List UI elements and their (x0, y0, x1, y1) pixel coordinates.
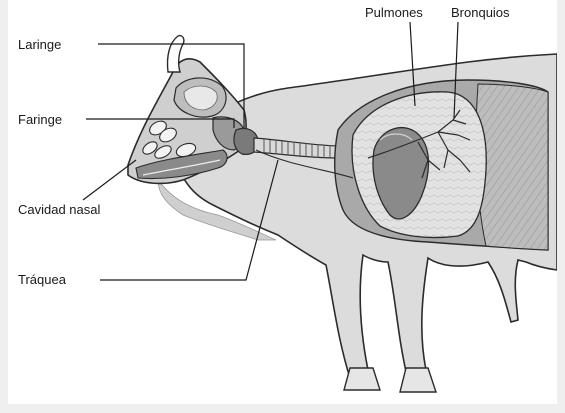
label-traquea: Tráquea (18, 272, 66, 287)
label-laringe: Laringe (18, 37, 61, 52)
front-hoof (344, 368, 380, 390)
rear-hoof-1 (400, 368, 436, 392)
label-bronquios: Bronquios (451, 5, 510, 20)
label-faringe: Faringe (18, 112, 62, 127)
label-cavidad-nasal: Cavidad nasal (18, 202, 100, 217)
label-pulmones: Pulmones (365, 5, 423, 20)
leader-cavidad-nasal (83, 160, 136, 200)
diagram-frame: Laringe Faringe Cavidad nasal Tráquea Pu… (8, 0, 557, 404)
